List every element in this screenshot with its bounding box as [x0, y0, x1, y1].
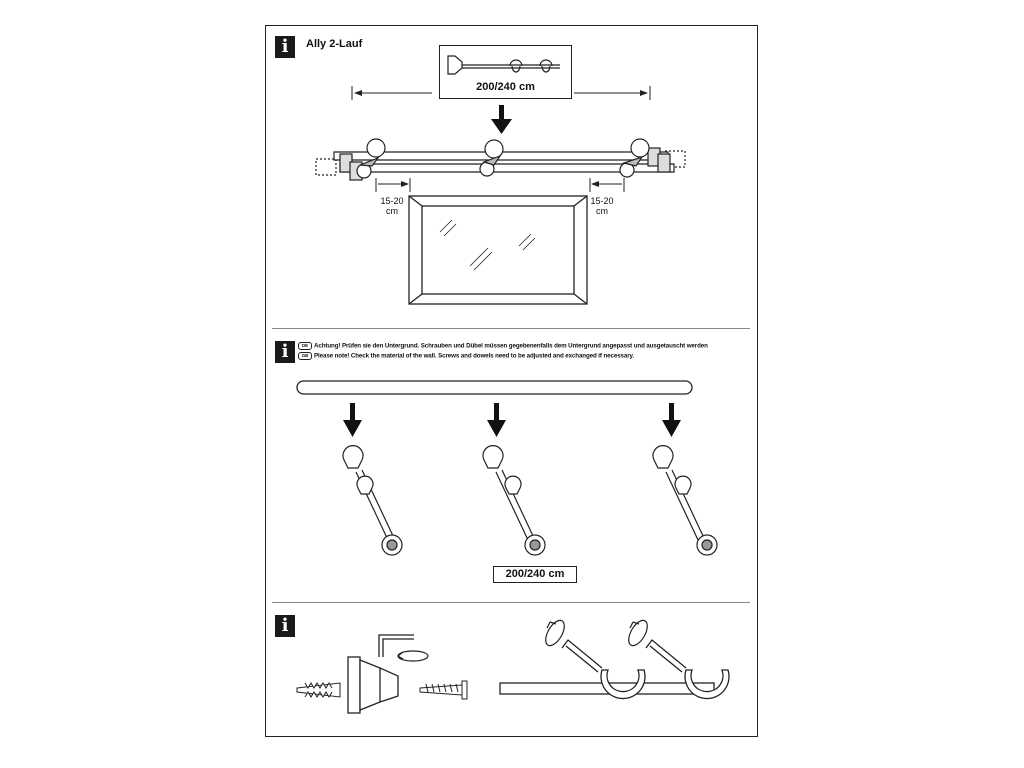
wall-plug-icon	[296, 682, 341, 698]
info-icon: i	[275, 615, 295, 637]
wall-bracket-1	[342, 445, 403, 556]
info-icon: i	[275, 341, 295, 363]
double-rod-assembly	[315, 138, 686, 181]
gap-right-label: 15-20 cm	[587, 196, 617, 216]
section-divider-2	[272, 602, 750, 603]
gap-right-unit: cm	[596, 206, 608, 216]
rod-with-rings	[499, 669, 730, 700]
length-dimension	[351, 86, 651, 100]
screw-icon	[419, 680, 468, 700]
curtain-rod	[296, 380, 693, 395]
instruction-sheet	[265, 25, 758, 737]
down-arrow-icon	[343, 403, 681, 437]
flag-gb-badge: GB	[298, 352, 312, 360]
allen-key-icon	[561, 639, 687, 673]
bracket-thumbnail	[447, 55, 560, 75]
rod-length-label-2: 200/240 cm	[505, 568, 565, 580]
gap-left-label: 15-20 cm	[377, 196, 407, 216]
info-icon: i	[275, 36, 295, 58]
wall-bracket-2	[482, 445, 546, 556]
rod-length-box-2: 200/240 cm	[493, 566, 577, 583]
note-german-text: Achtung! Prüfen sie den Untergrund. Schr…	[314, 342, 708, 350]
bracket-base-icon	[347, 656, 399, 714]
rotate-arrow-icon	[397, 650, 429, 662]
gap-left-unit: cm	[386, 206, 398, 216]
product-title: Ally 2-Lauf	[306, 38, 363, 50]
window-illustration	[408, 195, 588, 305]
note-english-text: Please note! Check the material of the w…	[314, 352, 635, 360]
section-divider-1	[272, 328, 750, 329]
gap-left-value: 15-20	[380, 196, 404, 206]
rotate-arrow-icon	[545, 619, 648, 647]
rod-length-label: 200/240 cm	[476, 81, 535, 93]
gap-dimensions	[375, 178, 625, 192]
wall-bracket-3	[652, 445, 718, 556]
flag-de-badge: DE	[298, 342, 312, 350]
allen-key-icon	[378, 634, 414, 657]
down-arrow-icon	[491, 105, 512, 134]
gap-right-value: 15-20	[590, 196, 614, 206]
rod-length-box: 200/240 cm	[439, 45, 572, 99]
